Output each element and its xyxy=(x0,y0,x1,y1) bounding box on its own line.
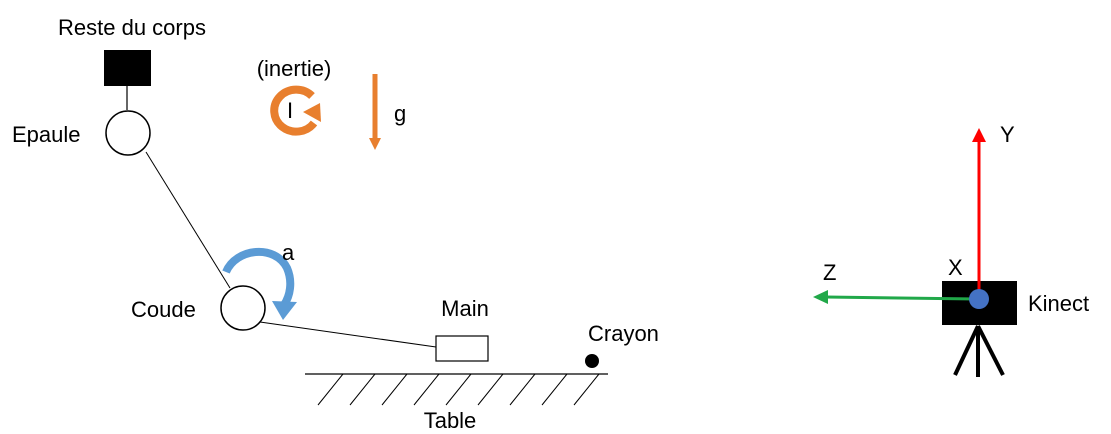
body-block xyxy=(104,50,151,86)
z-axis-arrow xyxy=(825,295,978,301)
hand-block xyxy=(435,335,489,362)
pencil-label: Crayon xyxy=(588,321,659,346)
elbow-torque-arrow xyxy=(222,248,295,308)
inertia-arrowhead xyxy=(303,103,321,122)
gravity-label: g xyxy=(394,101,406,126)
elbow-torque-arrowhead xyxy=(272,301,297,320)
gravity-arrowhead xyxy=(369,138,381,150)
shoulder-label: Epaule xyxy=(12,122,81,147)
table-label: Table xyxy=(424,408,477,433)
elbow-label: Coude xyxy=(131,297,196,322)
z-axis-arrowhead xyxy=(813,290,828,304)
x-axis-label: X xyxy=(948,255,963,280)
inertia-symbol: I xyxy=(287,98,293,123)
y-axis-label: Y xyxy=(1000,122,1015,147)
shoulder-joint xyxy=(105,110,151,156)
table-surface xyxy=(305,373,608,406)
elbow-torque-label: a xyxy=(282,240,295,265)
forearm-link xyxy=(259,321,437,348)
kinect-tripod xyxy=(953,325,1005,377)
upper-arm-link xyxy=(145,151,231,289)
z-axis-label: Z xyxy=(823,260,836,285)
y-axis-arrowhead xyxy=(972,128,986,142)
kinect-label: Kinect xyxy=(1028,291,1089,316)
inertia-rotation-arrow xyxy=(270,85,318,136)
body-label: Reste du corps xyxy=(58,15,206,40)
inertia-label: (inertie) xyxy=(257,56,332,81)
pencil-dot xyxy=(585,354,599,368)
sensor-origin-dot xyxy=(969,289,989,309)
elbow-joint xyxy=(220,285,266,331)
hand-label: Main xyxy=(441,296,489,321)
